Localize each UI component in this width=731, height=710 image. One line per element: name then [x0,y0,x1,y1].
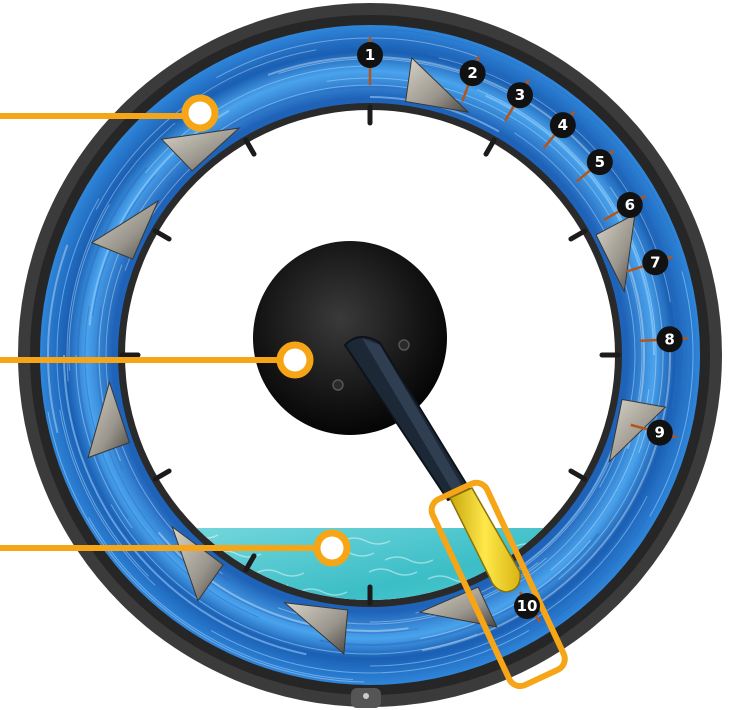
scale-label-10-text: 10 [517,597,538,615]
scale-label-9-text: 9 [655,424,665,442]
hub-screw-left [333,380,343,390]
scale-label-6-text: 6 [625,196,635,214]
scale-label-5-text: 5 [595,153,605,171]
scale-label-3-text: 3 [515,86,525,104]
scale-label-2-text: 2 [467,64,477,82]
hub-screw-right [399,340,409,350]
scale-label-1-text: 1 [365,46,375,64]
bottom-knob-light [363,693,369,699]
scale-label-4-text: 4 [558,116,568,134]
scale-label-8-text: 8 [664,330,674,348]
scale-label-7-text: 7 [650,253,660,271]
